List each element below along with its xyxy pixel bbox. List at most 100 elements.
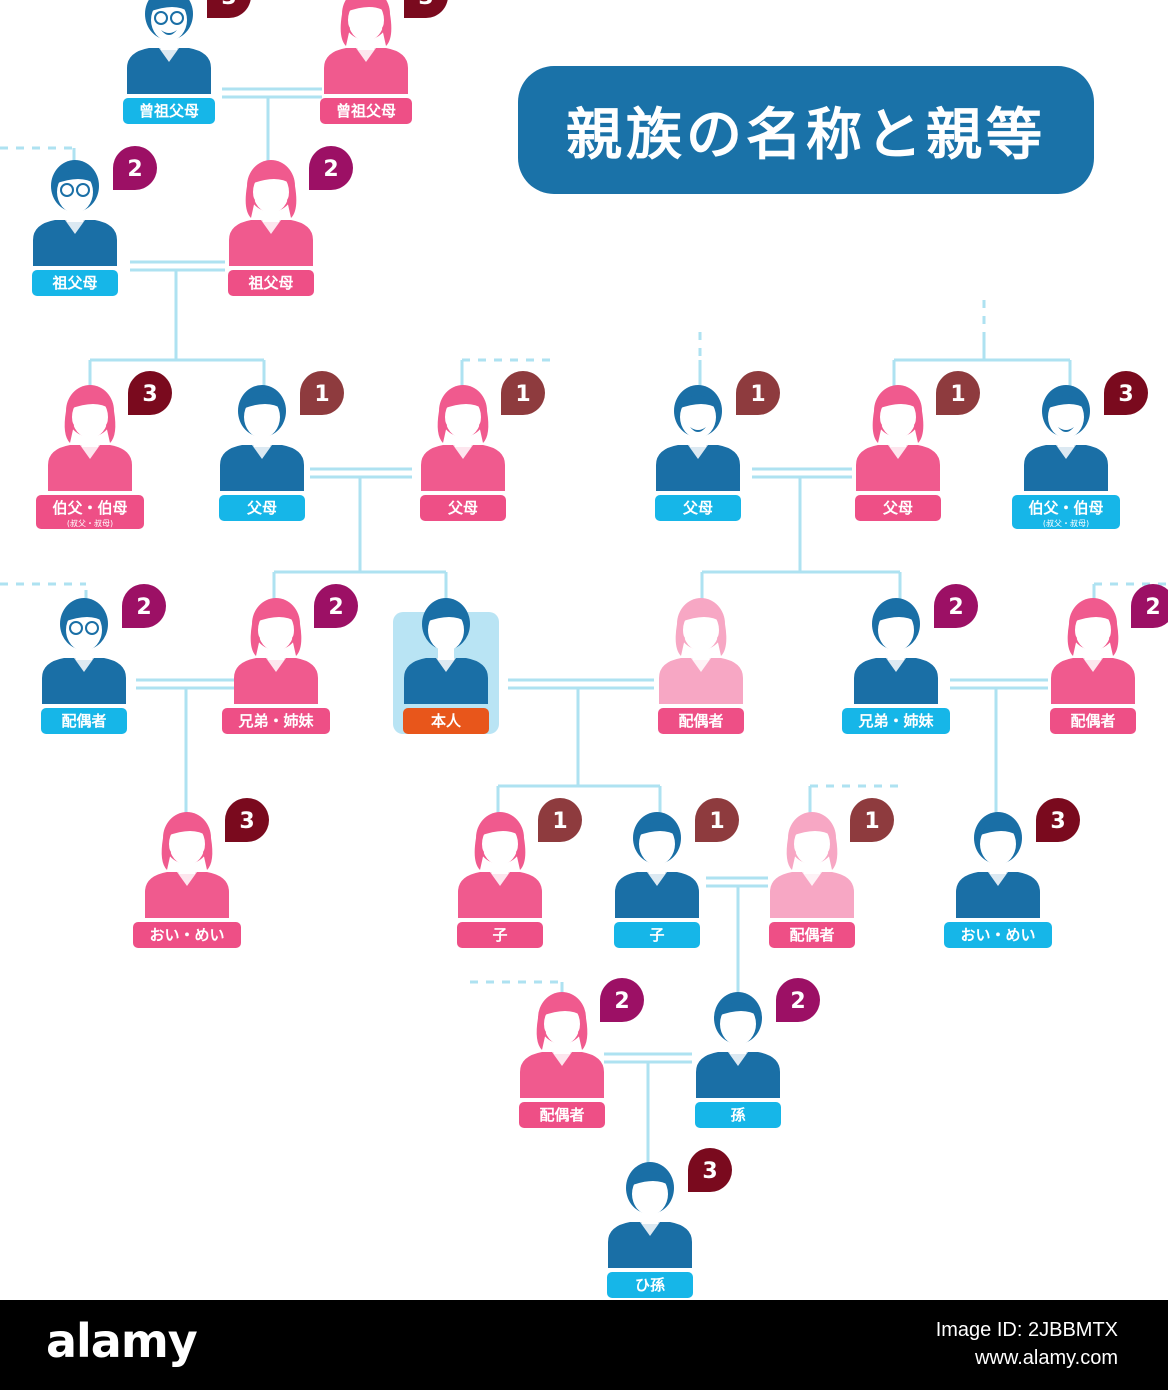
person-ggc: ひ孫3 bbox=[607, 1148, 732, 1298]
person-label: 父母 bbox=[447, 499, 478, 517]
glasses-grandfather-icon bbox=[33, 160, 117, 266]
degree-number: 1 bbox=[864, 809, 879, 834]
degree-badge: 2 bbox=[314, 584, 358, 628]
degree-number: 2 bbox=[948, 595, 963, 620]
degree-number: 1 bbox=[750, 382, 765, 407]
person-label: 本人 bbox=[431, 712, 462, 730]
degree-badge: 2 bbox=[776, 978, 820, 1022]
person-label: 兄弟・姉妹 bbox=[857, 712, 934, 730]
person-label: 伯父・伯母 bbox=[52, 499, 127, 517]
degree-badge: 3 bbox=[128, 371, 172, 415]
person-son: 子1 bbox=[614, 798, 739, 948]
person-sublabel: (叔父・叔母) bbox=[67, 518, 113, 528]
bun-grandmother-icon bbox=[324, 0, 408, 94]
label-pill bbox=[607, 1272, 693, 1298]
person-label: 配偶者 bbox=[61, 712, 106, 730]
person-label: 配偶者 bbox=[539, 1106, 584, 1124]
person-nephew-r: おい・めい 3 bbox=[944, 798, 1080, 948]
label-pill bbox=[403, 708, 489, 734]
person-label: 曾祖父母 bbox=[336, 102, 396, 120]
person-grandchild: 孫2 bbox=[695, 978, 820, 1128]
degree-number: 2 bbox=[136, 595, 151, 620]
degree-number: 2 bbox=[614, 989, 629, 1014]
image-id-text: Image ID: 2JBBMTX bbox=[935, 1319, 1118, 1341]
degree-number: 3 bbox=[418, 0, 433, 10]
degree-number: 3 bbox=[1050, 809, 1065, 834]
degree-number: 3 bbox=[239, 809, 254, 834]
woman-icon bbox=[48, 385, 132, 491]
person-ggm-l: 曾祖父母 3 bbox=[320, 0, 448, 124]
degree-number: 2 bbox=[790, 989, 805, 1014]
person-daughter: 子1 bbox=[457, 798, 582, 948]
long-hair-woman-icon bbox=[659, 598, 743, 704]
person-sib-r: 兄弟・姉妹 2 bbox=[842, 584, 978, 734]
label-pill bbox=[457, 922, 543, 948]
degree-badge: 2 bbox=[934, 584, 978, 628]
dashed-stubs bbox=[0, 146, 1168, 984]
connector-lines bbox=[0, 87, 1168, 1172]
degree-number: 1 bbox=[552, 809, 567, 834]
degree-number: 1 bbox=[950, 382, 965, 407]
label-pill bbox=[658, 708, 744, 734]
degree-number: 3 bbox=[1118, 382, 1133, 407]
person-label: 父母 bbox=[882, 499, 913, 517]
diagram-title: 親族の名称と親等 bbox=[566, 102, 1046, 168]
degree-badge: 3 bbox=[1104, 371, 1148, 415]
people: 曾祖父母3曾祖父母3祖父母2祖父母2伯父・伯母(叔父・叔母)3父母1父母1父母1… bbox=[32, 0, 1168, 1298]
degree-badge: 1 bbox=[538, 798, 582, 842]
woman-icon bbox=[458, 812, 542, 918]
person-label: おい・めい bbox=[960, 926, 1035, 944]
degree-number: 3 bbox=[142, 382, 157, 407]
degree-badge: 3 bbox=[688, 1148, 732, 1192]
person-mil: 父母 1 bbox=[855, 371, 980, 521]
woman-icon bbox=[421, 385, 505, 491]
person-label: 配偶者 bbox=[678, 712, 723, 730]
glasses-man-icon bbox=[42, 598, 126, 704]
label-pill bbox=[614, 922, 700, 948]
degree-number: 1 bbox=[515, 382, 530, 407]
degree-badge: 2 bbox=[600, 978, 644, 1022]
person-label: 祖父母 bbox=[51, 274, 97, 292]
person-self: 本人 bbox=[403, 598, 489, 734]
man-icon bbox=[608, 1162, 692, 1268]
degree-badge: 3 bbox=[404, 0, 448, 18]
degree-badge: 3 bbox=[1036, 798, 1080, 842]
degree-number: 2 bbox=[1145, 595, 1160, 620]
person-niece-l: おい・めい 3 bbox=[133, 798, 269, 948]
label-pill bbox=[420, 495, 506, 521]
label-pill bbox=[219, 495, 305, 521]
degree-number: 1 bbox=[314, 382, 329, 407]
woman-icon bbox=[856, 385, 940, 491]
person-sib-l: 兄弟・姉妹2 bbox=[222, 584, 358, 734]
degree-number: 2 bbox=[323, 157, 338, 182]
bun-woman-icon bbox=[1051, 598, 1135, 704]
degree-badge: 3 bbox=[225, 798, 269, 842]
person-gc-spouse: 配偶者 2 bbox=[519, 978, 644, 1128]
person-uncle-r: 伯父・伯母(叔父・叔母)3 bbox=[1012, 371, 1148, 529]
degree-badge: 1 bbox=[501, 371, 545, 415]
label-pill bbox=[222, 708, 330, 734]
person-father: 父母 1 bbox=[219, 371, 344, 521]
degree-badge: 1 bbox=[736, 371, 780, 415]
label-pill bbox=[944, 922, 1052, 948]
person-spouse: 配偶者 bbox=[658, 598, 744, 734]
label-pill bbox=[1050, 708, 1136, 734]
label-pill bbox=[695, 1102, 781, 1128]
label-pill bbox=[655, 495, 741, 521]
degree-badge: 2 bbox=[1131, 584, 1168, 628]
family-tree: 曾祖父母3曾祖父母3祖父母2祖父母2伯父・伯母(叔父・叔母)3父母1父母1父母1… bbox=[0, 0, 1168, 1298]
curly-grandmother-icon bbox=[229, 160, 313, 266]
degree-number: 2 bbox=[127, 157, 142, 182]
person-label: 曾祖父母 bbox=[139, 102, 199, 120]
label-pill bbox=[519, 1102, 605, 1128]
person-ggf-l: 曾祖父母 3 bbox=[123, 0, 251, 124]
boy-icon bbox=[956, 812, 1040, 918]
kinship-diagram: 曾祖父母3曾祖父母3祖父母2祖父母2伯父・伯母(叔父・叔母)3父母1父母1父母1… bbox=[0, 0, 1168, 1298]
person-label: 父母 bbox=[246, 499, 277, 517]
stock-footer: alamy Image ID: 2JBBMTX www.alamy.com bbox=[0, 1300, 1168, 1390]
label-pill bbox=[32, 270, 118, 296]
degree-number: 3 bbox=[221, 0, 236, 10]
person-label: おい・めい bbox=[149, 926, 224, 944]
